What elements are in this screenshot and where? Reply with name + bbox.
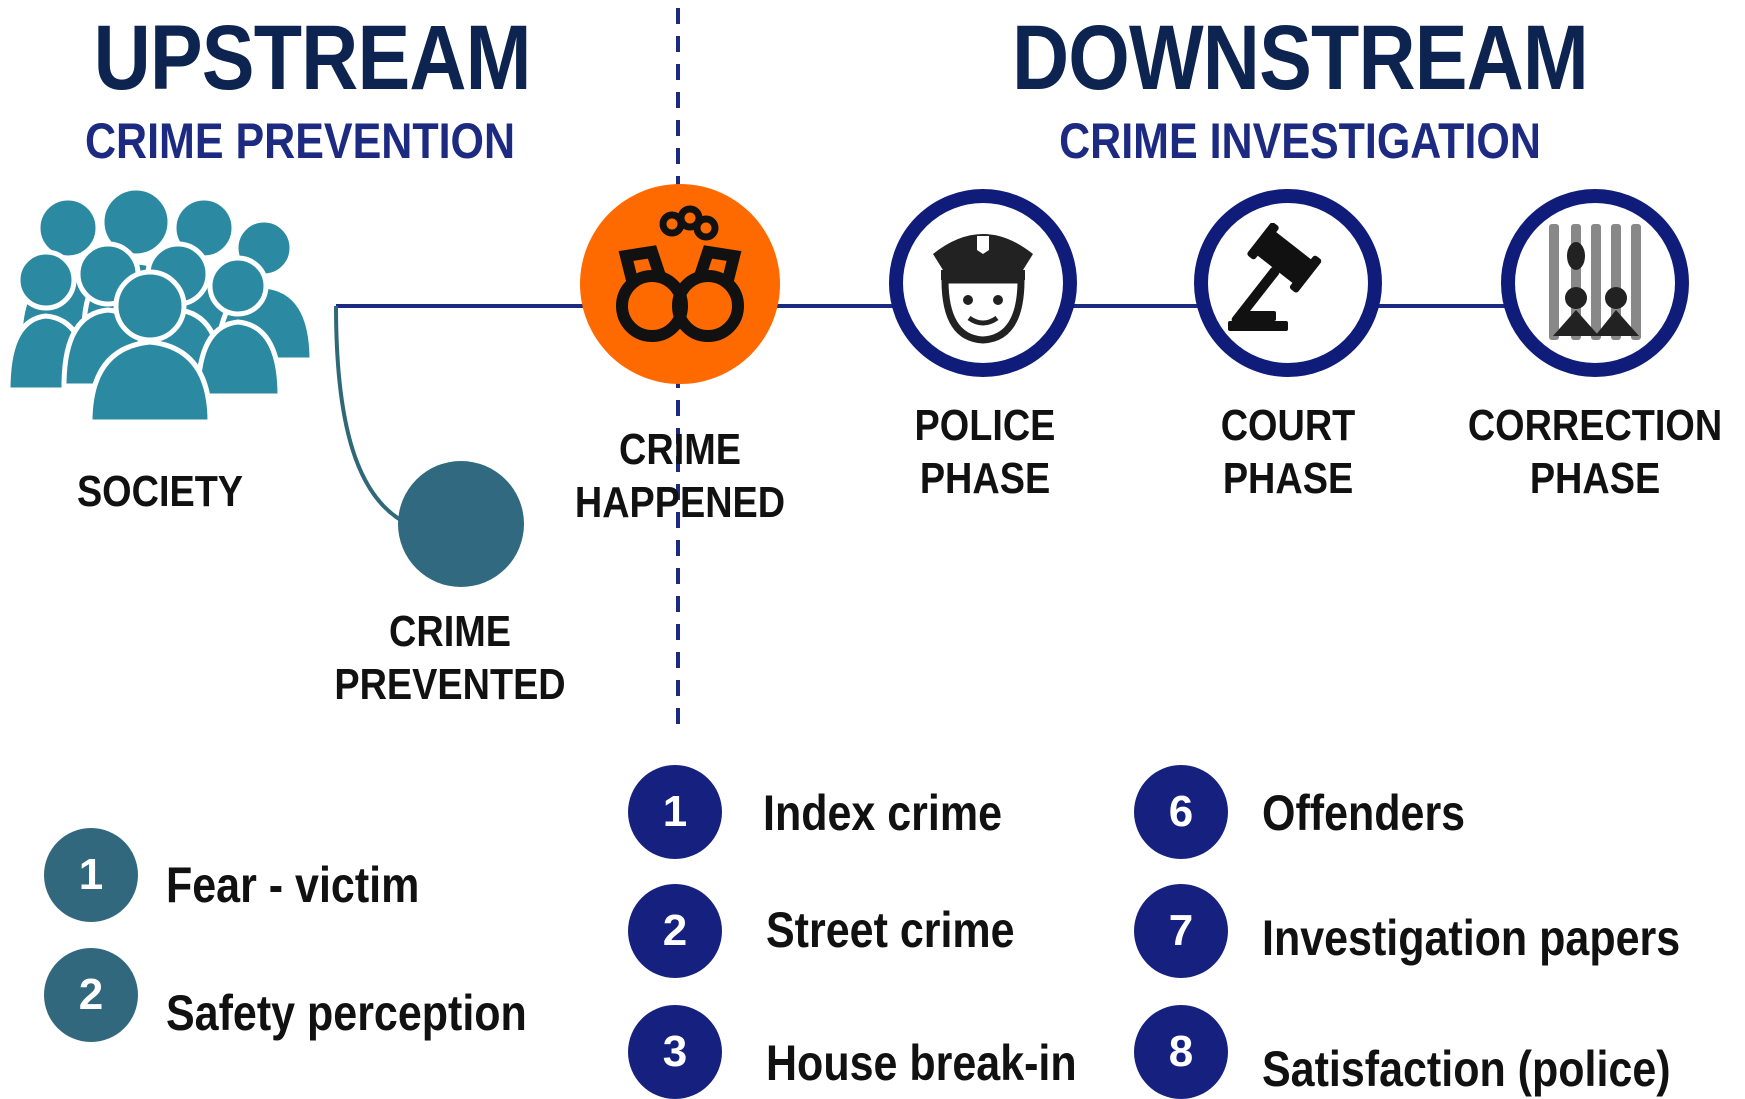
upstream-item-1-badge: 1 xyxy=(44,828,138,922)
upstream-item-1-text: Fear - victim xyxy=(166,857,420,913)
downstream-subtitle: CRIME INVESTIGATION xyxy=(1059,113,1541,169)
handcuffs-icon xyxy=(616,205,744,342)
court-phase-node xyxy=(1194,189,1382,377)
upstream-item-2-text: Safety perception xyxy=(166,985,527,1041)
downstream-item-6-badge: 6 xyxy=(1134,765,1228,859)
crime-happened-node xyxy=(580,184,780,384)
downstream-item-6-text: Offenders xyxy=(1262,785,1466,841)
police-phase-label: POLICE PHASE xyxy=(895,400,1076,506)
upstream-subtitle: CRIME PREVENTION xyxy=(85,113,516,169)
police-officer-icon xyxy=(933,234,1033,344)
crime-prevented-line1: CRIME xyxy=(389,607,511,656)
police-phase-node xyxy=(889,189,1077,377)
correction-phase-line2: PHASE xyxy=(1529,453,1661,503)
crime-prevented-label: CRIME PREVENTED xyxy=(321,606,579,712)
downstream-title: DOWNSTREAM xyxy=(1012,7,1589,109)
police-phase-line1: POLICE xyxy=(914,401,1056,450)
correction-phase-line1: CORRECTION xyxy=(1467,401,1723,450)
downstream-item-2-text: Street crime xyxy=(766,902,1015,958)
society-label: SOCIETY xyxy=(76,467,244,516)
downstream-item-7-badge: 7 xyxy=(1134,884,1228,978)
crime-prevented-node xyxy=(398,461,524,587)
downstream-item-3-text: House break-in xyxy=(766,1035,1077,1091)
gavel-icon xyxy=(1228,223,1322,331)
prison-bars-icon xyxy=(1549,224,1641,340)
crime-happened-line2: HAPPENED xyxy=(574,477,786,527)
crime-happened-line1: CRIME xyxy=(619,425,741,474)
court-phase-line2: PHASE xyxy=(1222,453,1354,503)
downstream-item-7-text: Investigation papers xyxy=(1262,910,1681,966)
downstream-item-1-text: Index crime xyxy=(763,785,1002,841)
court-phase-label: COURT PHASE xyxy=(1202,400,1374,506)
correction-phase-label: CORRECTION PHASE xyxy=(1462,400,1729,506)
court-phase-line1: COURT xyxy=(1220,401,1356,450)
downstream-item-8-text: Satisfaction (police) xyxy=(1262,1041,1671,1097)
upstream-item-2-badge: 2 xyxy=(44,948,138,1042)
crime-prevented-line2: PREVENTED xyxy=(334,659,566,709)
downstream-item-3-badge: 3 xyxy=(628,1005,722,1099)
downstream-item-8-badge: 8 xyxy=(1134,1005,1228,1099)
downstream-item-2-badge: 2 xyxy=(628,884,722,978)
police-phase-line2: PHASE xyxy=(919,453,1051,503)
prevention-branch-line xyxy=(334,305,411,527)
downstream-item-1-badge: 1 xyxy=(628,765,722,859)
correction-phase-node xyxy=(1501,189,1689,377)
crime-happened-label: CRIME HAPPENED xyxy=(551,424,809,530)
upstream-title: UPSTREAM xyxy=(93,7,532,109)
society-crowd-icon xyxy=(8,190,315,425)
